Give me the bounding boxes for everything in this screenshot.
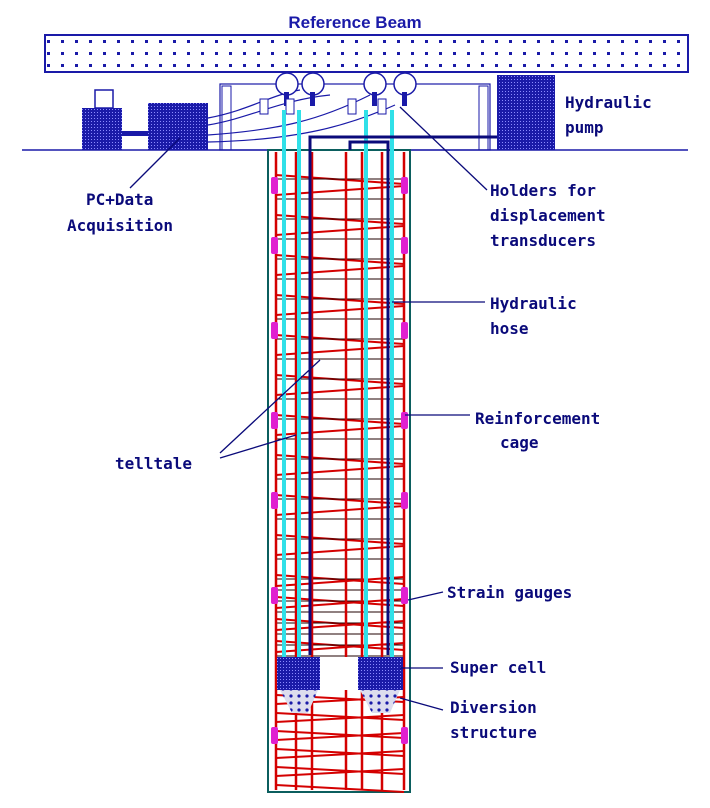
monitor bbox=[94, 89, 114, 109]
spiral-segment bbox=[275, 784, 405, 793]
hydraulic-pump-label-1: Hydraulic bbox=[565, 93, 652, 112]
pc-box bbox=[82, 108, 122, 150]
super-cell-label: Super cell bbox=[450, 658, 546, 677]
cage-label-2: cage bbox=[500, 433, 539, 452]
strain-gauge bbox=[401, 237, 408, 254]
strain-gauge bbox=[271, 587, 278, 604]
cage-label-1: Reinforcement bbox=[475, 409, 600, 428]
strain-gauge bbox=[401, 177, 408, 194]
hydraulic-hose bbox=[348, 140, 390, 655]
diversion-label-2: structure bbox=[450, 723, 537, 742]
hydraulic-hose bbox=[308, 135, 497, 655]
pc-cable bbox=[122, 131, 148, 136]
diversion-structure-right bbox=[360, 690, 400, 713]
support-frame bbox=[219, 83, 491, 151]
strain-gauge bbox=[401, 412, 408, 429]
holders-label-3: transducers bbox=[490, 231, 596, 250]
transducer-dial bbox=[393, 72, 417, 96]
pc-label-1: PC+Data bbox=[86, 190, 153, 209]
holder-clamp bbox=[372, 92, 377, 106]
transducer-dial bbox=[301, 72, 325, 96]
super-cell-right bbox=[358, 657, 403, 690]
strain-gauge bbox=[271, 322, 278, 339]
hydraulic-pump bbox=[497, 75, 555, 150]
diversion-structure-left bbox=[280, 690, 318, 713]
strain-gauge bbox=[271, 727, 278, 744]
data-acquisition-box bbox=[148, 103, 208, 150]
hose-label-2: hose bbox=[490, 319, 529, 338]
telltale-label: telltale bbox=[115, 454, 192, 473]
pile bbox=[267, 110, 497, 793]
leader-lines bbox=[129, 106, 488, 711]
transducer-dial bbox=[363, 72, 387, 96]
strain-gauge bbox=[401, 727, 408, 744]
strain-gauge bbox=[271, 237, 278, 254]
super-cell-gap bbox=[320, 657, 358, 690]
strain-gauge bbox=[401, 322, 408, 339]
frame-leg-left bbox=[221, 85, 232, 151]
super-cell-left bbox=[277, 657, 320, 690]
holder-clamp bbox=[310, 92, 315, 106]
holders-label-1: Holders for bbox=[490, 181, 596, 200]
pc-label-2: Acquisition bbox=[67, 216, 173, 235]
strain-gauge bbox=[271, 492, 278, 509]
transducer-dial bbox=[275, 72, 299, 96]
strain-gauge bbox=[401, 587, 408, 604]
strain-gauge bbox=[271, 412, 278, 429]
strain-gauge bbox=[271, 177, 278, 194]
transducer-holder bbox=[377, 98, 387, 115]
holder-clamp bbox=[402, 92, 407, 106]
frame-leg-right bbox=[478, 85, 489, 151]
transducer-holder bbox=[285, 98, 295, 115]
hydraulic-pump-label-2: pump bbox=[565, 118, 604, 137]
strain-gauge bbox=[401, 492, 408, 509]
reference-beam-title: Reference Beam bbox=[288, 13, 421, 32]
reference-beam bbox=[44, 34, 689, 73]
transducer-holder bbox=[259, 98, 269, 115]
hose-label-1: Hydraulic bbox=[490, 294, 577, 313]
displacement-transducers bbox=[259, 72, 417, 115]
strain-gauges-label: Strain gauges bbox=[447, 583, 572, 602]
holders-label-2: displacement bbox=[490, 206, 606, 225]
transducer-holder bbox=[347, 98, 357, 115]
diversion-label-1: Diversion bbox=[450, 698, 537, 717]
